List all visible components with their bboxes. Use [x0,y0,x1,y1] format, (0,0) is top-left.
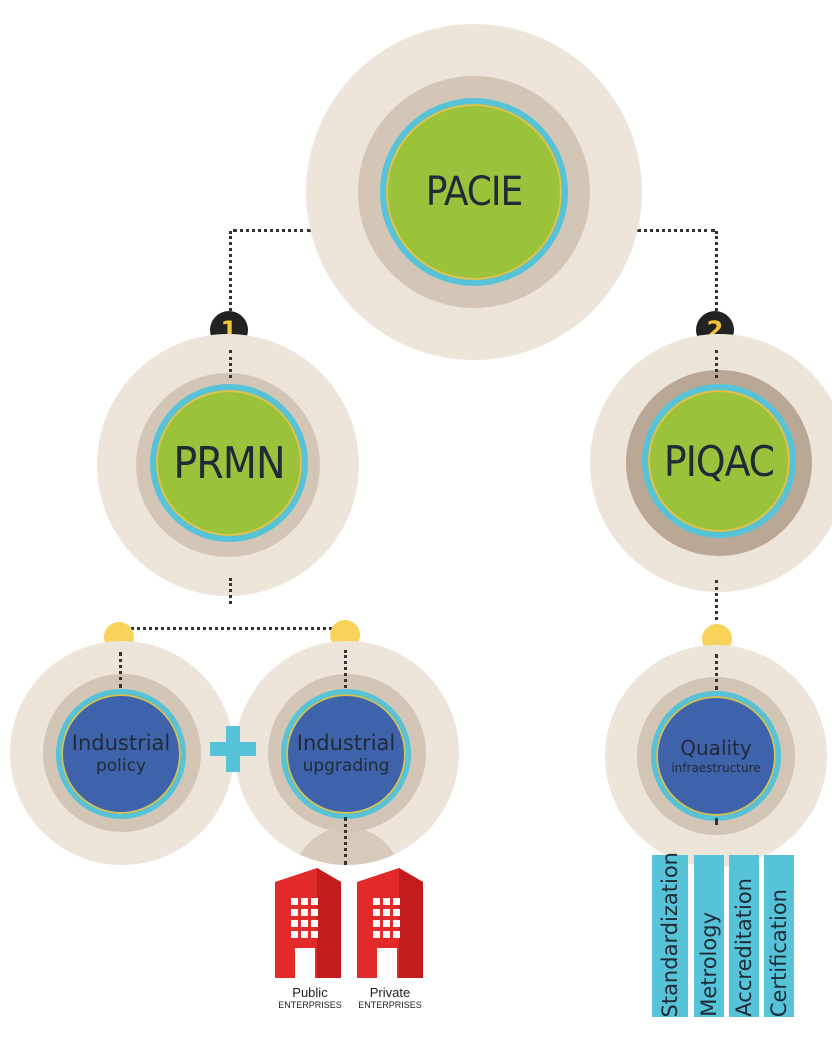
private-enterprises-label: Private ENTERPRISES [358,985,422,1010]
private-building-icon [357,868,423,978]
public-building-icon [275,868,341,978]
connector-dot-upgrading [344,650,347,688]
bar-certification: Certification [764,855,794,1017]
quality-node: Quality infraestructure [651,691,781,821]
bar-metrology: Metrology [694,855,724,1017]
quality-line1: Quality [680,736,752,760]
bar-standardization-label: Standardization [658,851,682,1018]
connector-quality-down [715,818,718,824]
connector-prmn-down [229,578,232,604]
public-enterprises-label: Public ENTERPRISES [278,985,342,1010]
upgrading-bottom-shade [235,641,459,865]
industrial-policy-line1: Industrial [71,731,171,755]
industrial-upgrading-line1: Industrial [296,731,396,755]
connector-left-down [229,231,232,323]
connector-right-down [715,231,718,323]
piqac-node: PIQAC [642,384,796,538]
connector-badge1-prmn [229,350,232,378]
pacie-node: PACIE [380,98,568,286]
pacie-label: PACIE [425,169,524,215]
industrial-upgrading-line2: upgrading [302,756,390,776]
quality-line2: infraestructure [671,761,761,775]
connector-badge2-piqac [715,350,718,378]
bar-accreditation: Accreditation [729,855,759,1017]
industrial-policy-node: Industrial policy [56,689,186,819]
plus-icon: + [210,726,256,772]
piqac-label: PIQAC [663,436,775,486]
prmn-label: PRMN [173,437,285,489]
connector-piqac-down [715,580,718,620]
connector-upgrading-down [344,817,347,865]
industrial-upgrading-node: Industrial upgrading [281,689,411,819]
connector-dot-policy [119,652,122,688]
bar-accreditation-label: Accreditation [732,878,756,1017]
connector-split-horizontal [120,627,344,630]
bar-standardization: Standardization [652,852,688,1017]
connector-dot-quality [715,654,718,690]
bar-metrology-label: Metrology [697,912,721,1017]
bar-certification-label: Certification [767,888,791,1017]
connector-pacie-left [233,229,311,232]
industrial-policy-line2: policy [95,756,147,776]
connector-pacie-right [637,229,715,232]
prmn-node: PRMN [150,384,308,542]
